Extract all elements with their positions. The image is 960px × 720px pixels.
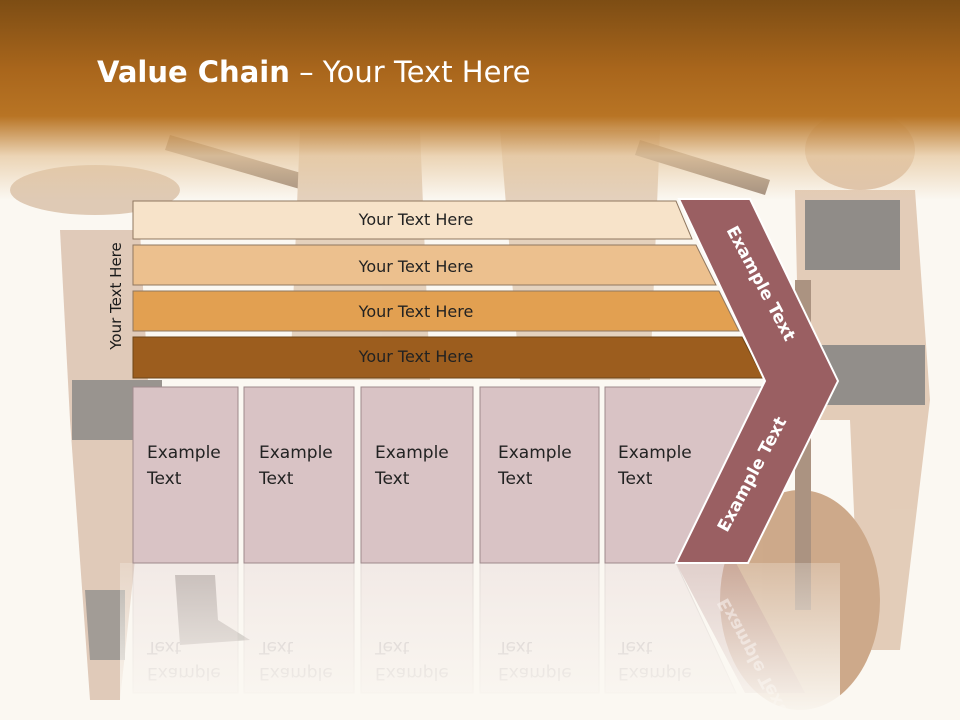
box-1-line2: Text (146, 469, 182, 489)
figure-right-body (795, 190, 930, 650)
title-bar (0, 0, 960, 200)
box-5-line1: Example (618, 443, 692, 463)
box-1 (132, 386, 239, 564)
figure-right-top (805, 200, 900, 270)
band-2-label: Your Text Here (358, 257, 474, 276)
reflection-fade (120, 563, 840, 720)
title-bold: Value Chain (97, 55, 290, 89)
box-1-line1: Example (147, 443, 221, 463)
figure-left-boot (85, 590, 125, 660)
band-2 (132, 244, 717, 286)
box-3-line1: Example (375, 443, 449, 463)
box-5-line2: Text (617, 469, 653, 489)
chevron-arrow (674, 198, 840, 564)
figure-right-shorts (820, 345, 925, 405)
band-3-label: Your Text Here (358, 302, 474, 321)
box-2-line2: Text (258, 469, 294, 489)
band-1 (132, 200, 693, 240)
box-2 (243, 386, 355, 564)
title-rest: – Your Text Here (289, 55, 531, 89)
reflection-text: Example Text Example Text Example Text E… (120, 563, 840, 720)
box-3-line2: Text (374, 469, 410, 489)
box-3 (360, 386, 474, 564)
band-3 (132, 290, 740, 332)
box-4-line2: Text (497, 469, 533, 489)
box-2-line1: Example (259, 443, 333, 463)
band-1-label: Your Text Here (358, 210, 474, 229)
slide-title: Value Chain – Your Text Here (97, 55, 531, 89)
box-4 (479, 386, 600, 564)
box-4-line1: Example (498, 443, 572, 463)
band-4-label: Your Text Here (358, 347, 474, 366)
